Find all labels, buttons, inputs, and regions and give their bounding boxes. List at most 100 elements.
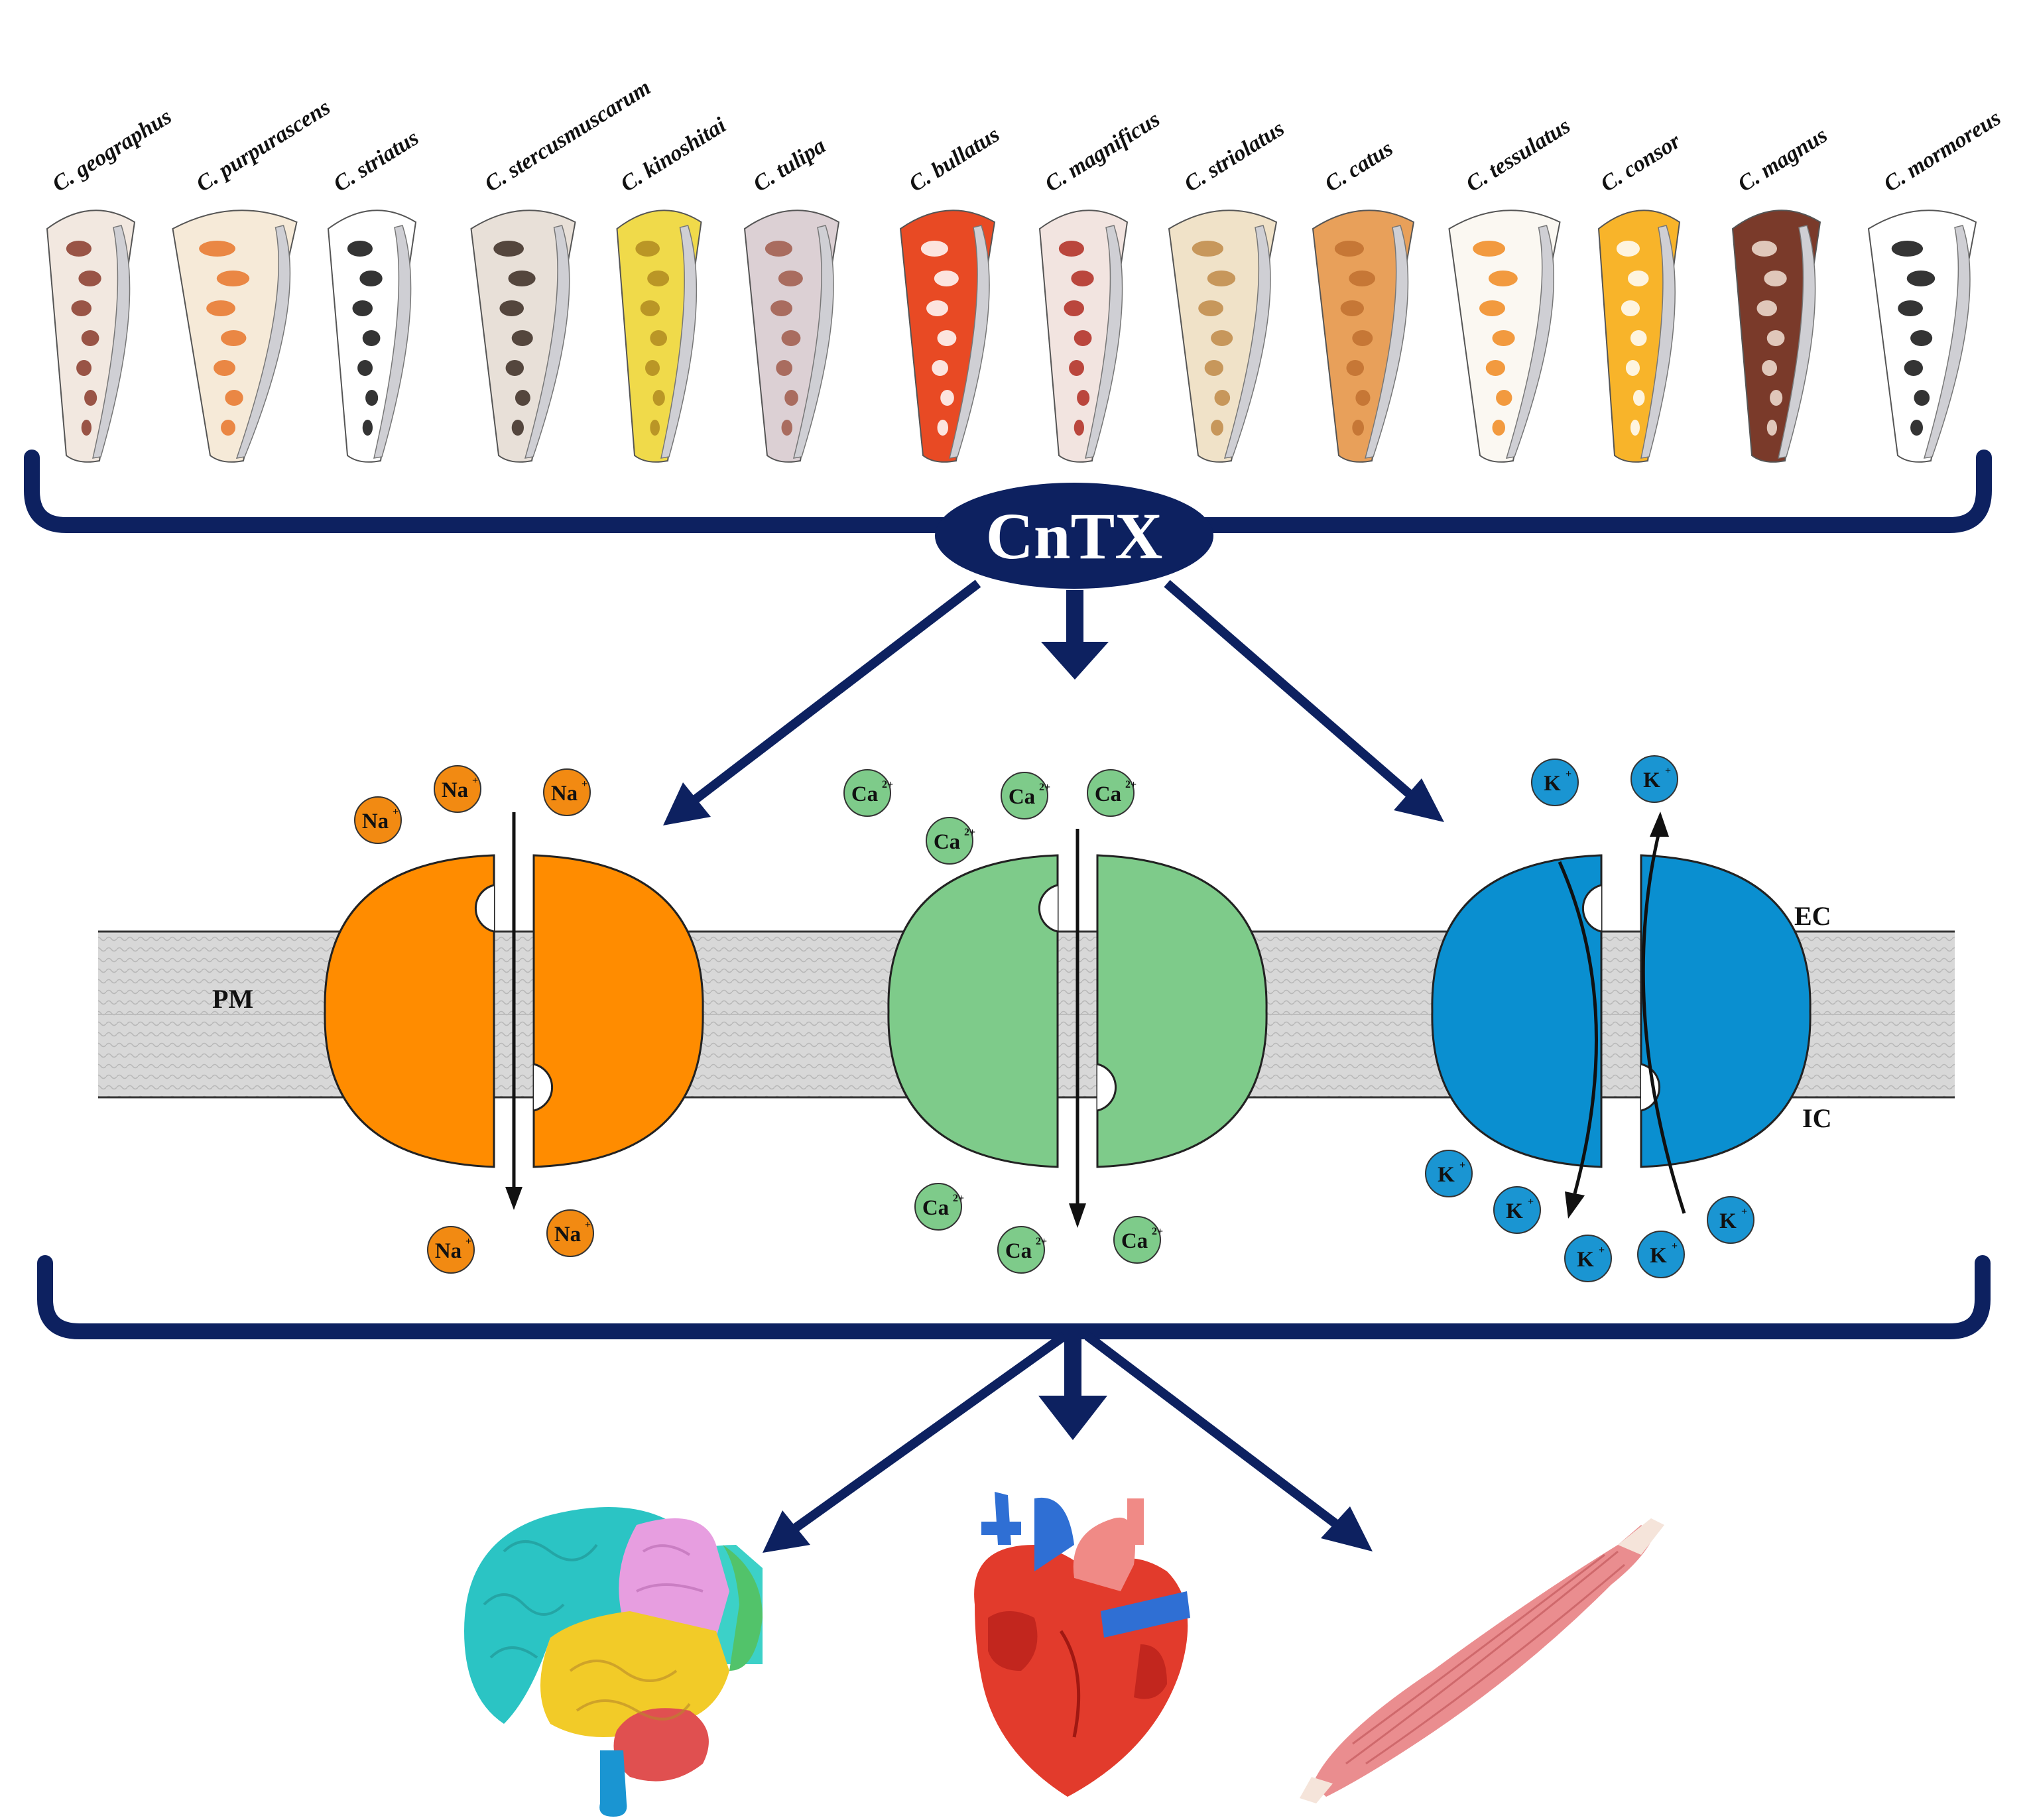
ion-flow-arrows	[505, 812, 1686, 1228]
sodium-ion: Na+	[427, 1226, 475, 1274]
ion-channels	[324, 854, 1812, 1168]
shell	[1038, 210, 1129, 463]
ion-symbol: Ca	[1121, 1229, 1148, 1253]
ion-charge: +	[393, 806, 399, 818]
shell	[743, 210, 840, 463]
shell	[616, 210, 702, 463]
ion-charge: +	[1599, 1244, 1605, 1256]
ion-symbol: Ca	[934, 830, 960, 854]
arrow-to-brain	[782, 1332, 1068, 1539]
calcium-ion: Ca 2+	[1001, 772, 1050, 819]
ion-charge: +	[1528, 1196, 1534, 1207]
brain-illustration	[464, 1507, 763, 1817]
arrow-to-potassium-channel-head	[1394, 778, 1444, 822]
ion-charge: 2+	[882, 779, 893, 790]
shell	[1312, 210, 1415, 463]
potassium-ion: K+	[1564, 1235, 1612, 1282]
ion-charge: 2+	[1036, 1236, 1047, 1247]
ion-charge: 2+	[964, 827, 975, 838]
arrow-to-sodium-channel	[680, 579, 981, 813]
ion-charge: +	[1672, 1241, 1678, 1252]
species-label: C. bullatus	[905, 122, 1004, 196]
ion-symbol: Na	[362, 810, 389, 833]
ion-charge: +	[465, 1236, 471, 1247]
ion-charge: +	[1665, 765, 1671, 776]
ion-symbol: Na	[442, 778, 468, 802]
calcium-flow-arrow	[1069, 829, 1086, 1228]
ion-symbol: Ca	[851, 782, 878, 806]
ion-symbol: Na	[554, 1223, 581, 1246]
arrow-to-muscle	[1084, 1332, 1349, 1536]
calcium-channel	[887, 854, 1268, 1168]
ion-symbol: K	[1650, 1244, 1667, 1268]
ion-symbol: K	[1577, 1248, 1594, 1272]
species-label: C. striolatus	[1180, 116, 1289, 197]
potassium-ion: K+	[1493, 1186, 1541, 1234]
arrow-to-brain-head	[763, 1510, 810, 1553]
shell	[1448, 210, 1561, 463]
ion-symbol: Ca	[1009, 785, 1035, 809]
shell	[1867, 210, 1977, 463]
ion-charge: +	[1741, 1206, 1747, 1217]
shell	[46, 210, 136, 463]
sodium-channel	[324, 854, 704, 1168]
potassium-channel	[1431, 854, 1812, 1168]
bottom-bracket	[37, 1255, 1991, 1339]
ion-charge: 2+	[1125, 779, 1137, 790]
ion-charge: +	[582, 778, 587, 790]
arrow-to-calcium-channel	[1066, 590, 1083, 646]
shell	[1731, 210, 1821, 463]
ion-charge: 2+	[953, 1193, 964, 1204]
species-label: C. consor	[1597, 129, 1686, 197]
ion-charge: 2+	[1039, 782, 1050, 793]
ion-symbol: K	[1438, 1163, 1455, 1187]
ion-charge: +	[585, 1219, 591, 1231]
species-label: C. kinoshitai	[617, 113, 731, 197]
arrow-to-heart	[1064, 1336, 1081, 1399]
sodium-ion: Na +	[354, 796, 402, 844]
species-label: C. magnus	[1734, 123, 1832, 196]
heart-illustration	[974, 1492, 1190, 1797]
calcium-ion: Ca 2+	[1087, 769, 1137, 817]
potassium-ion: K+	[1425, 1150, 1473, 1197]
arrow-to-heart-head	[1038, 1396, 1107, 1440]
ion-symbol: Ca	[1005, 1239, 1032, 1263]
species-label: C. tessulatus	[1462, 113, 1575, 197]
ion-symbol: Ca	[922, 1196, 949, 1220]
pm-label: PM	[212, 984, 253, 1014]
calcium-ion: Ca 2+	[926, 817, 975, 865]
sodium-ion: Na+	[434, 765, 481, 813]
ion-charge: +	[1459, 1160, 1465, 1171]
ion-symbol: Ca	[1095, 782, 1121, 806]
ion-charge: 2+	[1152, 1226, 1163, 1237]
species-label: C. geographus	[48, 104, 176, 197]
calcium-ion: Ca 2+	[914, 1183, 964, 1231]
arrow-to-sodium-channel-head	[663, 782, 711, 825]
potassium-efflux-arrow	[1558, 861, 1599, 1219]
cntx-badge: CnTX	[935, 483, 1213, 589]
ion-symbol: K	[1643, 768, 1660, 792]
ion-symbol: K	[1544, 772, 1561, 796]
shell	[899, 210, 996, 463]
arrow-to-calcium-channel-head	[1041, 642, 1109, 680]
sodium-flow-arrow	[505, 812, 523, 1210]
species-label: C. mormoreus	[1880, 105, 2005, 197]
species-label: C. catus	[1321, 136, 1398, 196]
sodium-ion: Na +	[546, 1209, 594, 1257]
shells	[46, 210, 1977, 463]
arrows-to-channels	[663, 579, 1444, 825]
ion-symbol: Na	[551, 782, 578, 806]
calcium-ion: Ca 2+	[997, 1226, 1047, 1274]
shell	[470, 210, 576, 463]
arrows-to-organs	[763, 1332, 1373, 1553]
species-label: C. striatus	[330, 125, 423, 196]
sodium-ion: Na +	[543, 768, 591, 816]
shell	[1168, 210, 1278, 463]
ion-symbol: K	[1719, 1209, 1737, 1233]
calcium-ion: Ca 2+	[843, 769, 893, 817]
species-label: C. magnificus	[1041, 107, 1164, 196]
